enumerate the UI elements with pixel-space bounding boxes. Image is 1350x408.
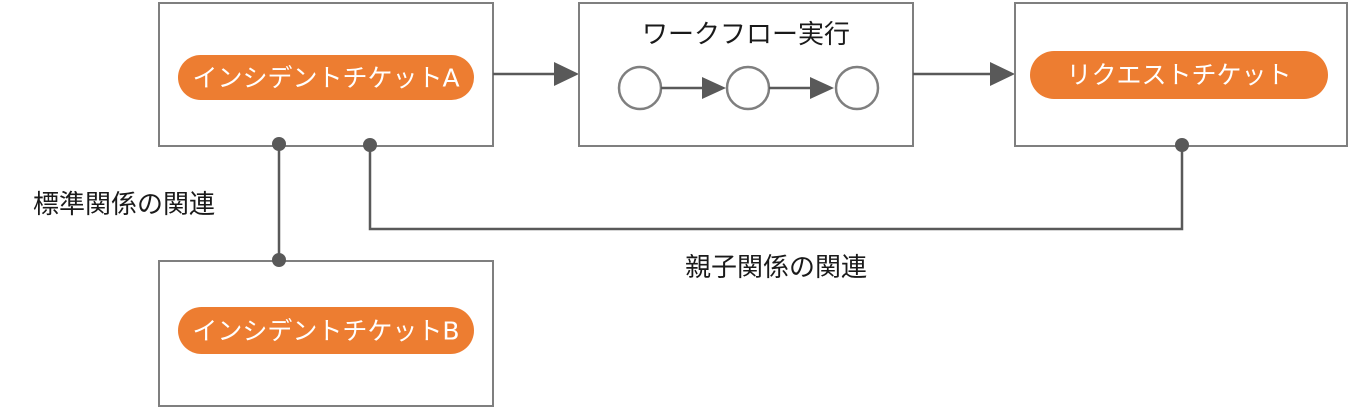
incident-a-pill[interactable] [178,55,474,100]
workflow-step-1 [617,65,663,111]
workflow-node[interactable]: ワークフロー実行 [578,2,914,147]
workflow-step-arrowhead-2 [810,77,834,99]
standard-relation-label: 標準関係の関連 [33,190,215,220]
incident-a-label: インシデントチケットA [192,64,459,93]
incident-a-node[interactable]: インシデントチケットA [158,2,494,147]
parent-child-dot-request [1175,138,1189,152]
parent-child-relation-line [368,144,1184,231]
request-node[interactable]: リクエストチケット [1014,2,1348,147]
workflow-step-3 [834,65,880,111]
standard-relation-dot-bottom [272,253,286,267]
standard-relation-dot-top [272,137,286,151]
request-label: リクエストチケット [1066,61,1291,90]
incident-b-pill[interactable] [178,307,474,354]
parent-child-relation-label: 親子関係の関連 [685,253,867,283]
request-pill[interactable] [1030,51,1328,99]
workflow-title: ワークフロー実行 [642,20,850,50]
incident-b-node[interactable]: インシデントチケットB [158,260,494,407]
workflow-step-2 [725,65,771,111]
workflow-step-arrowhead-1 [702,77,726,99]
incident-b-label: インシデントチケットB [192,317,459,346]
parent-child-dot-incident-a [363,138,377,152]
arrow-workflow-to-request [913,62,1015,86]
arrow-a-to-workflow [493,62,579,86]
